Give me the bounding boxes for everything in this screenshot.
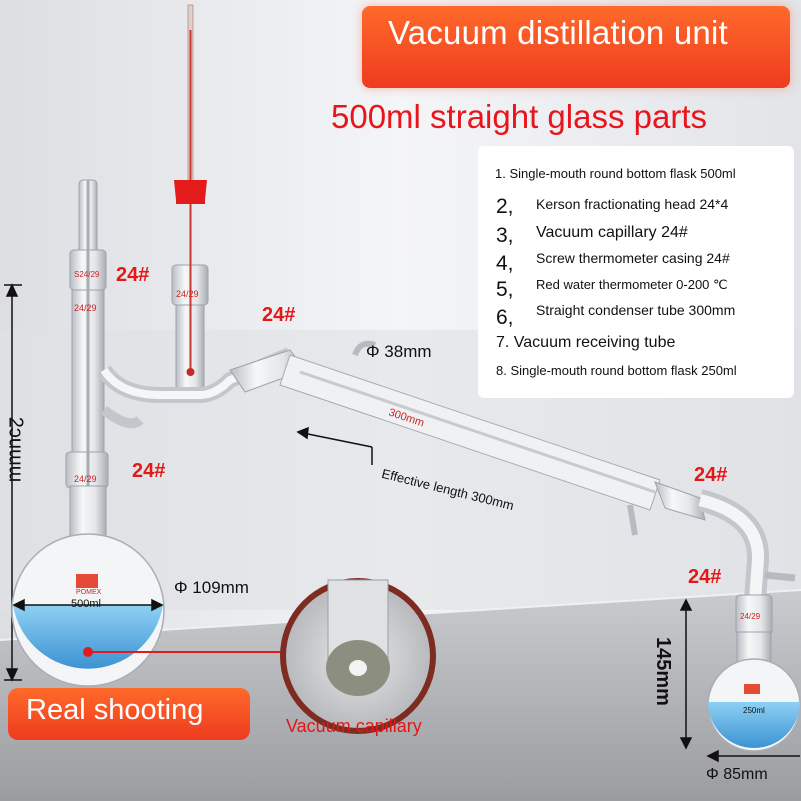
part-label-5: Red water thermometer 0-200 ℃ <box>536 277 728 292</box>
condenser-diameter-label: Φ 38mm <box>366 342 432 361</box>
parts-list-panel <box>478 146 794 398</box>
flask-diameter-arrow <box>12 598 164 612</box>
part-number-5: 5, <box>496 278 514 301</box>
receiver-diameter-label: Φ 85mm <box>706 766 768 783</box>
real-shooting-badge <box>8 688 250 740</box>
part-label-4: Screw thermometer casing 24# <box>536 250 730 266</box>
part-number-6: 6, <box>496 306 514 329</box>
joint-size-mark-3: 24/29 <box>176 289 199 299</box>
part-item-8: 8. Single-mouth round bottom flask 250ml <box>496 363 737 378</box>
glass-brand-mark: POMEX <box>76 589 102 596</box>
part-number-2: 2, <box>496 195 514 218</box>
straight-condenser <box>229 340 706 536</box>
part-label-3: Vacuum capillary 24# <box>536 224 688 241</box>
flask-volume-mark: 500ml <box>71 598 101 610</box>
page-subtitle: 500ml straight glass parts <box>331 98 708 135</box>
receiver-height-label: 145mm <box>651 637 674 706</box>
part-number-3: 3, <box>496 224 514 247</box>
joint-label-condenser-end: 24# <box>694 464 728 486</box>
joint-size-mark-1: S24/29 <box>74 270 100 279</box>
joint-label-flask: 24# <box>132 460 166 482</box>
real-shooting-label: Real shooting <box>26 694 204 726</box>
capillary-inset <box>280 578 436 734</box>
part-label-2: Kerson fractionating head 24*4 <box>536 196 729 212</box>
round-bottom-flask-250ml <box>707 631 801 752</box>
thermometer <box>174 4 207 376</box>
inset-capillary-label: Vacuum capillary <box>286 716 422 736</box>
part-label-6: Straight condenser tube 300mm <box>536 302 736 318</box>
effective-length-arrow <box>296 426 373 465</box>
joint-label-head: 24# <box>116 264 150 286</box>
joint-label-receiver: 24# <box>688 566 722 588</box>
page-title: Vacuum distillation unit <box>388 14 728 51</box>
vacuum-receiving-tube <box>697 489 796 636</box>
title-banner <box>362 6 790 88</box>
part-item-1: 1. Single-mouth round bottom flask 500ml <box>495 166 736 181</box>
total-height-label: 2ɔuɯɯ <box>4 416 27 483</box>
receiver-diameter-arrow <box>706 749 800 763</box>
round-bottom-flask-500ml <box>11 485 290 687</box>
joint-label-side: 24# <box>262 304 296 326</box>
joint-size-mark-2: 24/29 <box>74 303 97 313</box>
part-item-7: 7. Vacuum receiving tube <box>496 334 676 351</box>
joint-size-mark-5: 24/29 <box>740 612 761 621</box>
receiver-volume-mark: 250ml <box>743 706 765 715</box>
joint-size-mark-4: 24/29 <box>74 474 97 484</box>
part-number-4: 4, <box>496 252 514 275</box>
flask-diameter-label: Φ 109mm <box>174 578 249 597</box>
receiver-height-arrow <box>679 598 693 750</box>
